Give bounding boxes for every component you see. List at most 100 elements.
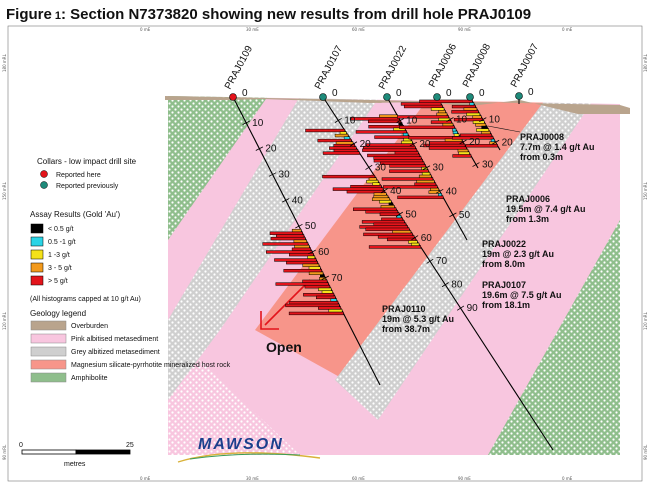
depth-label: 50 [405,209,417,220]
depth-zero-label: 0 [332,88,338,99]
legend-assay-items: < 0.5 g/t0.5 -1 g/t1 -3 g/t3 - 5 g/t> 5 … [30,223,76,286]
depth-tick [255,146,264,151]
annotation-from: from 8.0m [482,259,525,269]
depth-label: 10 [456,115,468,126]
grid-left-label: 120 mRL [2,311,7,330]
depth-label: 30 [279,169,291,180]
depth-tick [268,172,277,177]
assay-histogram-bar [334,133,349,138]
depth-label: 40 [292,195,304,206]
assay-histogram-bar [286,261,318,265]
annotation-grade: 19m @ 5.3 g/t Au [382,314,454,324]
grid-bottom-label: 90 mE [458,476,471,481]
collar-marker [229,93,237,101]
assay-histogram-bar [403,104,443,109]
assay-histogram-bar [305,128,346,133]
grid-top-label: 30 mE [246,27,259,32]
legend-collar-new-marker [40,170,48,178]
annotation-grade: 19.6m @ 7.5 g/t Au [482,290,561,300]
legend-assay-label: 0.5 -1 g/t [48,239,76,246]
assay-histogram-bar [304,285,331,289]
legend-collar-previous-marker [40,181,48,189]
grid-top-label: 90 mE [458,27,471,32]
depth-tick [409,141,418,147]
assay-histogram-bar [389,169,429,173]
assay-histogram-bar [289,301,339,305]
depth-tick [308,249,316,255]
depth-tick [334,117,342,123]
depth-tick [446,117,454,122]
assay-histogram-bar [322,151,360,155]
assay-histogram-bar [308,271,324,276]
scale-end-label: 25 [126,442,134,449]
annotation-leader [487,125,521,133]
grid-top-label: 60 mE [352,27,365,32]
annotation-praj0022: PRAJ0022 19m @ 2.3 g/t Au from 8.0m [482,239,554,269]
assay-histogram-bar [386,237,417,242]
amphibolite-dots-upper [168,96,268,240]
annotation-from: from 0.3m [520,152,563,162]
depth-tick [395,211,403,217]
legend-geology-label: Grey albitized metasediment [71,349,160,356]
annotation-hole: PRAJ0006 [506,194,550,204]
depth-label: 50 [459,210,471,221]
depth-tick [350,141,358,147]
assay-histogram-bar [365,227,410,232]
assay-histogram-bar [397,115,449,119]
depth-label: 20 [265,144,277,155]
legend-assay-swatch [30,262,44,273]
grid-bottom-label: 60 mE [352,476,365,481]
assay-histogram-bar [288,311,344,316]
depth-label: 40 [390,186,402,197]
annotation-hole: PRAJ0110 [382,304,426,314]
grid-top-label: 0 mE [562,27,573,32]
assay-histogram-bar [293,239,307,243]
assay-histogram-bar [430,107,445,111]
mawson-logo: MAWSON [177,436,321,463]
depth-label: 50 [305,221,317,232]
collar-marker [383,93,391,101]
depth-tick [491,139,500,145]
logo-wordmark: MAWSON [198,436,284,453]
depth-label: 30 [375,162,387,173]
assay-histogram-bar [368,245,421,249]
legend-geology-swatch [30,372,67,383]
depth-labels: 0102030405060700102030405060708090010203… [242,87,534,314]
assay-histogram-bar [291,247,311,251]
assay-histogram-bar [397,195,444,200]
depth-tick [411,235,419,241]
assay-histogram-bar [276,234,305,238]
grid-bottom-label: 0 mE [140,476,151,481]
legend-collars-title: Collars - low impact drill site [37,157,137,166]
depth-tick [281,198,290,203]
assay-histogram-bar [319,274,325,278]
legend-assay-swatch [30,223,44,234]
depth-label: 30 [433,163,445,174]
open-label: Open [266,339,302,355]
legend-cap-note: (All histograms capped at 10 g/t Au) [30,296,141,303]
grid-labels: 0 mE 30 mE 60 mE 90 mE 0 mE 0 mE 30 mE 6… [2,27,648,481]
hole-trace-praj0107 [322,96,554,451]
depth-label: 90 [467,303,479,314]
pink-dots-lower-left [168,330,300,455]
depth-label: 10 [406,116,418,127]
legend-assay-title: Assay Results (Gold 'Au') [30,210,121,219]
legend-assay-label: 3 - 5 g/t [48,265,72,272]
assay-histogram-bar [294,244,310,249]
depth-tick [456,305,465,311]
depth-label: 70 [436,256,448,267]
scale-bar-black-segment [75,449,131,455]
assay-histogram-bar [419,99,473,104]
assay-histogram-bar [291,228,302,233]
assay-histogram-bar [383,185,438,189]
amphibolite-dots-lower [488,220,620,455]
assay-histogram-bar [330,298,337,302]
legend-geology-label: Magnesium silicate-pyrrhotite mineralize… [71,362,231,369]
assay-histogram-bar [274,258,317,262]
scale-bar: 0 25 metres [19,442,134,468]
annotation-from: from 18.1m [482,300,530,310]
assay-histogram-bar [269,231,303,235]
figure-number: 1 [55,10,61,22]
grid-bottom-label: 30 mE [246,476,259,481]
